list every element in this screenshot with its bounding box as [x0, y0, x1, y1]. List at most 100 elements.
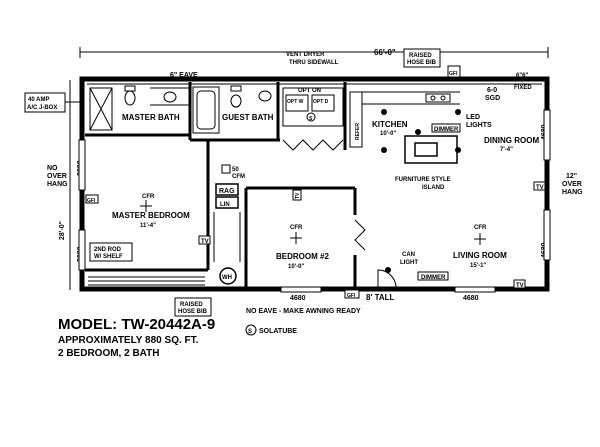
refer-label: REFER	[355, 123, 361, 140]
beds-baths-label: 2 BEDROOM, 2 BATH	[58, 348, 160, 359]
island	[404, 135, 458, 164]
rod-line1: 2ND ROD	[94, 247, 122, 253]
raised-hose-bib-bottom-box	[174, 297, 212, 317]
thru-sidewall-label: THRU SIDEWALL	[289, 60, 339, 66]
bedroom2-cfr	[290, 232, 302, 244]
window-bottom-left: 4680	[290, 295, 306, 302]
lin-label: LIN	[220, 202, 230, 208]
led-line2: LIGHTS	[466, 122, 492, 129]
wh-label: WH	[222, 275, 232, 281]
dining-room-label: DINING ROOM	[484, 136, 539, 145]
right-12-label: 12"	[566, 173, 577, 180]
hose-bib-top-label: HOSE BIB	[407, 60, 437, 66]
led-line1: LED	[466, 114, 480, 121]
cfm-line2: CFM	[232, 174, 245, 180]
bedroom2-label: BEDROOM #2	[276, 252, 329, 261]
raised-bottom-label: RAISED	[180, 302, 203, 308]
can-line1: CAN	[402, 252, 415, 258]
solatube-legend-mark: S	[248, 329, 252, 335]
master-bedroom-walls	[85, 140, 210, 272]
rod-shelf-box	[89, 242, 133, 262]
left-overhang: NO OVER HANG	[47, 165, 68, 188]
gfi-bottom-box	[344, 289, 360, 299]
living-cfr	[474, 233, 486, 245]
living-room-label: LIVING ROOM	[453, 251, 507, 260]
kitchen-counters	[349, 91, 460, 148]
right-hang-label: HANG	[562, 189, 583, 196]
rag-label: RAG	[219, 188, 235, 195]
left-hang-label: HANG	[47, 181, 68, 188]
model-title: MODEL: TW-20442A-9	[58, 316, 216, 333]
can-line2: LIGHT	[400, 260, 418, 266]
sgd-line1: 6-0	[487, 87, 497, 94]
gfi-left-box	[85, 194, 99, 204]
left-over-label: OVER	[47, 173, 67, 180]
left-width-dimension: 28'-0"	[59, 221, 66, 240]
bedroom2-cfr-label: CFR	[290, 225, 303, 231]
solatube-legend-label: SOLATUBE	[259, 328, 297, 335]
cfm-fan	[221, 164, 231, 174]
amp-label: 40 AMP	[28, 97, 49, 103]
left-no-label: NO	[47, 165, 58, 172]
vent-dryer-label: VENT DRYER	[286, 52, 325, 58]
raised-top-label: RAISED	[409, 53, 432, 59]
master-cfr-label: CFR	[142, 194, 155, 200]
lin-box	[215, 196, 239, 209]
windows	[78, 109, 551, 293]
master-bath-label: MASTER BATH	[122, 113, 180, 122]
top-dimension-label: 66'-0"	[374, 48, 396, 57]
solatube-mark: S	[309, 116, 313, 122]
master-bedroom-size: 11'-4"	[140, 223, 156, 229]
bedroom2-size: 10'-0"	[288, 264, 304, 270]
laundry-area	[282, 87, 344, 151]
living-cfr-label: CFR	[474, 225, 487, 231]
bedroom2-closet-door	[354, 219, 366, 251]
tv-markers	[198, 181, 546, 289]
tv-master-label: TV	[201, 239, 209, 245]
dining-size: 7'-4"	[500, 147, 513, 153]
rag-box	[215, 183, 239, 196]
eave-right-label: 6"6"	[516, 73, 529, 79]
gfi-left-label: GFI	[87, 198, 96, 204]
no-eave-label: NO EAVE - MAKE AWNING READY	[246, 308, 361, 315]
ac-jbox-label: A/C J-BOX	[27, 105, 57, 111]
guest-bath-label: GUEST BATH	[222, 113, 274, 122]
hose-bib-bottom-label: HOSE BIB	[178, 309, 208, 315]
island-line1: FURNITURE STYLE	[395, 177, 451, 183]
master-bath-fixtures	[89, 85, 190, 131]
sgd-line2: SGD	[485, 95, 500, 102]
kitchen-size: 10'-0"	[380, 131, 396, 137]
tv-dining-label: TV	[536, 185, 544, 191]
fixed-label: FIXED	[514, 85, 532, 91]
cfm-line1: 50	[232, 167, 239, 173]
area-label: APPROXIMATELY 880 SQ. FT.	[58, 335, 199, 346]
master-cfr	[140, 200, 152, 212]
solatube-legend-icon	[245, 324, 257, 336]
right-over-label: OVER	[562, 181, 582, 188]
guest-bath-fixtures	[192, 85, 272, 134]
dimmer-living-label: DIMMER	[421, 275, 446, 281]
rod-line2: W/ SHELF	[94, 254, 123, 260]
eight-tall-label: 8' TALL	[366, 293, 395, 302]
opt-w-label: OPT W	[287, 99, 304, 105]
opt-d-label: OPT D	[313, 99, 329, 105]
dimmer-living-box	[417, 271, 449, 281]
gfi-top-label: GFI	[449, 71, 458, 77]
water-heater	[219, 267, 237, 285]
island-line2: ISLAND	[422, 185, 445, 191]
kitchen-label: KITCHEN	[372, 120, 408, 129]
gfi-bottom-label: GFI	[347, 293, 356, 299]
window-bottom-right: 4680	[463, 295, 479, 302]
master-bedroom-label: MASTER BEDROOM	[112, 211, 190, 220]
eave-left-label: 6" EAVE	[170, 72, 198, 79]
tv-bedroom2-label: TV	[295, 192, 301, 199]
bedroom2-walls	[244, 186, 357, 289]
opt-on-label: OPT ON	[298, 88, 321, 94]
dimmer-kitchen-box	[431, 123, 461, 133]
hall-closet	[213, 212, 241, 262]
tv-living-label: TV	[516, 283, 524, 289]
closet-shelf	[88, 276, 205, 286]
dimmer-kitchen-label: DIMMER	[434, 127, 459, 133]
top-dimension	[79, 47, 549, 58]
